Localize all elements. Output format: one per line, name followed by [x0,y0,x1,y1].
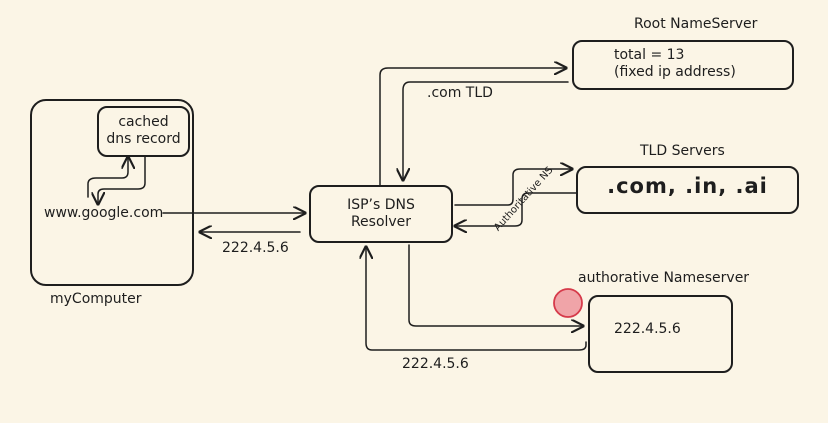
isp-dns-resolver-label: ISP’s DNS Resolver [309,197,453,231]
cached-dns-record-label: cached dns record [97,114,190,148]
authoritative-nameserver-content: 222.4.5.6 [614,321,681,337]
domain-query-label: www.google.com [44,205,164,221]
cached-label-line1: cached [118,114,169,130]
authoritative-to-resolver-arrow [366,247,587,351]
root-to-resolver-arrow [403,81,569,180]
resolver-to-root-arrow [379,68,566,186]
root-nameserver-box [572,40,794,90]
authoritative-reply-ip-label: 222.4.5.6 [402,356,469,372]
tld-servers-title: TLD Servers [640,143,725,159]
authoritative-nameserver-title: authorative Nameserver [578,270,750,286]
tld-to-resolver-arrow [455,192,577,226]
tld-servers-box [576,166,799,214]
tld-servers-content: .com, .in, .ai [607,174,768,198]
com-tld-reply-label: .com TLD [427,85,493,101]
resolver-to-authoritative-arrow [408,244,583,326]
cached-dns-record-box [97,106,190,157]
my-computer-box [30,99,194,286]
root-nameserver-content: total = 13 (fixed ip address) [614,47,736,81]
resolver-to-tld-arrow [454,169,572,206]
cache-lookup-arrow [87,157,128,198]
resolver-label-line1: ISP’s DNS [347,197,415,213]
cached-label-line2: dns record [106,131,181,147]
resolver-label-line2: Resolver [350,214,412,230]
root-nameserver-title: Root NameServer [634,16,758,32]
root-count-text: total = 13 [614,47,685,63]
authoritative-nameserver-box [588,295,733,373]
my-computer-label: myComputer [50,291,142,307]
root-ip-note-text: (fixed ip address) [614,64,736,80]
isp-dns-resolver-box [309,185,453,243]
cache-miss-arrow [98,156,146,204]
highlight-marker [553,288,583,318]
resolved-ip-label: 222.4.5.6 [222,240,289,256]
